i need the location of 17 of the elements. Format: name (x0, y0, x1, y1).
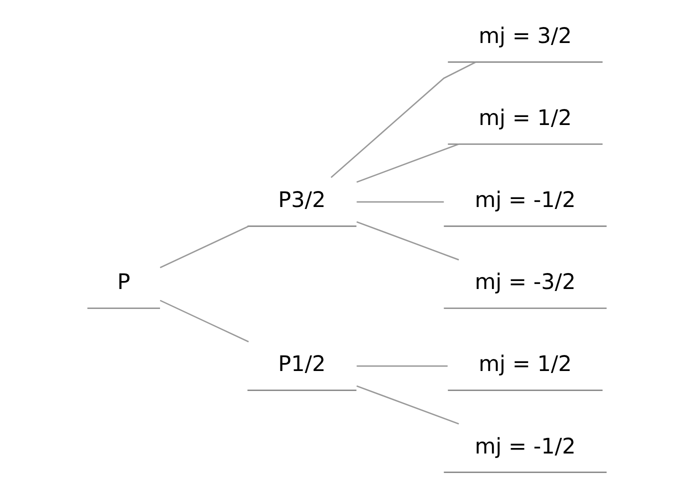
node-text: P1/2 (278, 352, 326, 378)
node-text: mj = 3/2 (478, 24, 572, 49)
node-text: mj = -3/2 (474, 270, 576, 296)
connector (356, 385, 460, 425)
connector (356, 201, 444, 203)
connector (160, 226, 249, 268)
node-text: mj = 1/2 (478, 352, 572, 378)
node-text: mj = 1/2 (478, 106, 572, 132)
node-text: P3/2 (278, 188, 326, 214)
node-text: P (117, 270, 130, 296)
connector (356, 144, 460, 183)
node-text: mj = -1/2 (474, 188, 576, 214)
connector (330, 62, 476, 178)
node-text: mj = -1/2 (474, 434, 576, 460)
connector (160, 300, 249, 342)
connector (356, 221, 460, 260)
connector (356, 365, 448, 367)
